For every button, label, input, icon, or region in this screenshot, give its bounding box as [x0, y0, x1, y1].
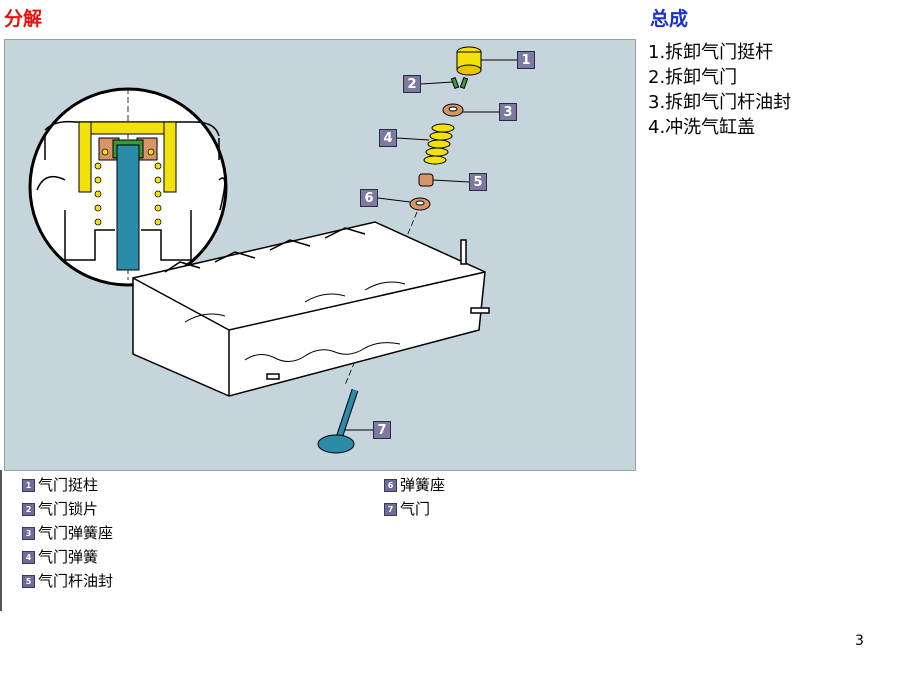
- spring-seat: [409, 197, 431, 211]
- callout-1: 1: [517, 51, 535, 69]
- valve-spring-retainer: [442, 103, 464, 117]
- legend-number: 7: [384, 502, 397, 516]
- legend-label: 气门: [400, 500, 431, 518]
- legend-side-bar: [0, 470, 2, 611]
- cylinder-head: [132, 221, 490, 397]
- step-item: 4.冲洗气缸盖: [648, 117, 756, 138]
- legend-label: 弹簧座: [400, 476, 446, 494]
- legend-number: 1: [22, 478, 35, 492]
- callout-4: 4: [379, 129, 397, 147]
- valve: [317, 388, 359, 454]
- detail-magnifier: [28, 87, 228, 287]
- legend-number: 5: [22, 574, 35, 588]
- disassembly-title: 分解: [4, 8, 43, 30]
- callout-7: 7: [373, 421, 391, 439]
- assembly-title: 总成: [650, 8, 689, 30]
- step-item: 1.拆卸气门挺杆: [648, 42, 774, 63]
- callout-3: 3: [499, 103, 517, 121]
- valve-stem-oil-seal: [418, 173, 434, 187]
- page-number: 3: [855, 633, 864, 649]
- exploded-view-diagram: 1 2 3 4 5 6 7: [4, 39, 636, 471]
- legend-number: 4: [22, 550, 35, 564]
- callout-2: 2: [403, 75, 421, 93]
- legend-label: 气门锁片: [38, 500, 99, 518]
- legend-label: 气门弹簧: [38, 548, 99, 566]
- legend-number: 6: [384, 478, 397, 492]
- legend-label: 气门弹簧座: [38, 524, 114, 542]
- valve-keepers: [450, 76, 469, 90]
- legend-label: 气门挺柱: [38, 476, 99, 494]
- callout-5: 5: [469, 173, 487, 191]
- valve-spring: [423, 123, 455, 165]
- step-item: 3.拆卸气门杆油封: [648, 92, 792, 113]
- callout-6: 6: [360, 189, 378, 207]
- legend-number: 3: [22, 526, 35, 540]
- callout-leaders: [345, 59, 517, 431]
- diagram-drawing: [28, 46, 517, 454]
- legend-label: 气门杆油封: [38, 572, 114, 590]
- assembly-steps-list: 1.拆卸气门挺杆 2.拆卸气门 3.拆卸气门杆油封 4.冲洗气缸盖: [648, 40, 791, 140]
- legend-number: 2: [22, 502, 35, 516]
- valve-lifter: [456, 46, 482, 76]
- step-item: 2.拆卸气门: [648, 67, 738, 88]
